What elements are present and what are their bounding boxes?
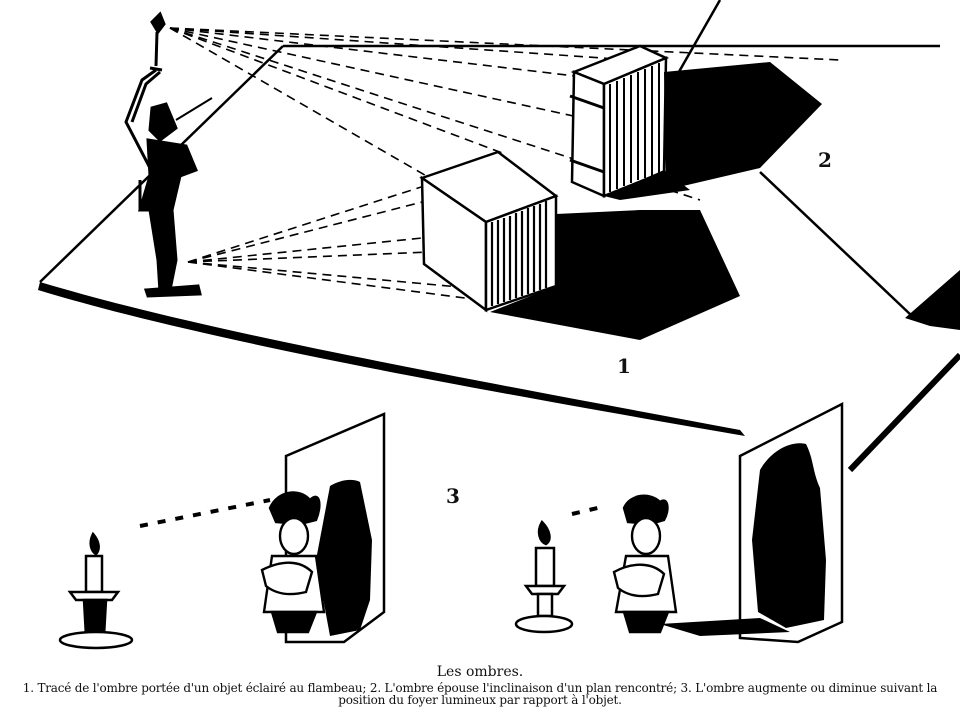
ground-front-edge (38, 282, 745, 436)
book-object (570, 44, 670, 198)
candle-right (514, 519, 574, 634)
book-page-hatching (609, 63, 660, 192)
torch-bearer-figure (124, 11, 213, 298)
book-shadow (664, 62, 822, 190)
floor-shadow-right (660, 618, 790, 636)
shadow-illustration (38, 0, 960, 650)
candle-left (58, 531, 134, 650)
ground-right-stroke (847, 352, 960, 473)
book-spine-bands (569, 94, 605, 174)
cube-shadow (490, 210, 740, 340)
girl-figure-left (260, 491, 326, 634)
book-shadow-base (604, 170, 690, 200)
candle-left-rays (139, 498, 271, 528)
caption-text: 1. Tracé de l'ombre portée d'un objet éc… (22, 681, 938, 707)
ground-right-edge (905, 270, 960, 330)
cube-hatching (490, 201, 548, 306)
girl-figure-right (612, 494, 678, 634)
girl-shadow-right (752, 443, 826, 628)
cube-object (419, 150, 559, 313)
candle-right-rays (571, 504, 607, 516)
label-scene-3: 3 (446, 484, 460, 508)
ground-plane (39, 0, 960, 317)
caption-title: Les ombres. (436, 664, 524, 680)
label-scene-2: 2 (818, 148, 832, 172)
girl-shadow-left (316, 479, 372, 636)
label-scene-1: 1 (617, 354, 631, 378)
